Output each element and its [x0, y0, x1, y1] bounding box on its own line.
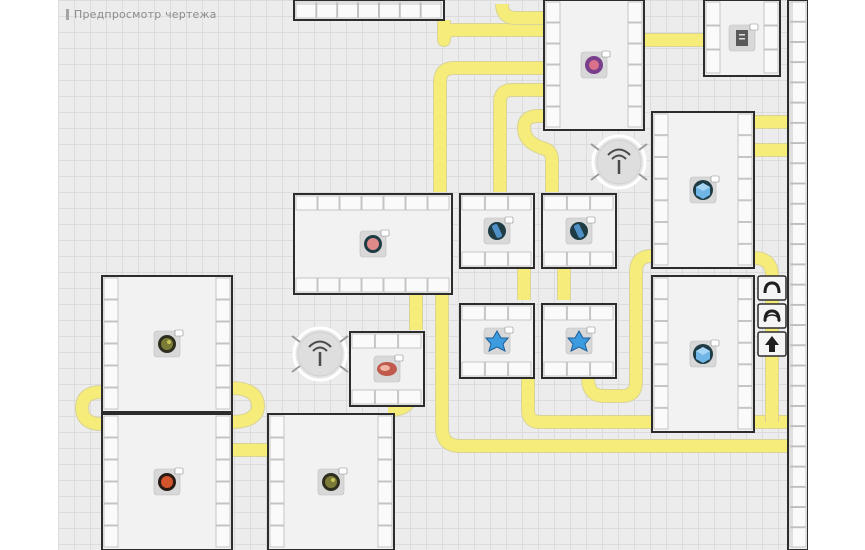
assembler-blue-cube-upper[interactable] [651, 111, 755, 269]
blue-ingot-icon [565, 216, 596, 245]
conveyor-belts [75, 3, 808, 457]
splitter-icon[interactable] [590, 134, 648, 190]
blue-crystal-icon [565, 326, 596, 355]
factory-map[interactable] [58, 0, 808, 550]
pink-ore-icon [359, 229, 390, 258]
preview-title-text: Предпросмотр чертежа [74, 7, 217, 21]
blue-cube-icon [689, 175, 720, 204]
assembler-red-ore[interactable] [101, 413, 233, 550]
assembler-blue-ingot-2[interactable] [541, 193, 617, 269]
blue-ingot-icon [483, 216, 514, 245]
buildings-layer [101, 0, 808, 550]
preview-title: Предпросмотр чертежа [66, 6, 217, 22]
blue-cube-icon [689, 339, 720, 368]
assembler-dark-ore-lower[interactable] [267, 413, 395, 550]
assembler-rose-wide[interactable] [293, 193, 453, 295]
rotate-cw-icon[interactable] [757, 303, 787, 329]
rotate-ccw-icon[interactable] [757, 275, 787, 301]
meat-icon [373, 354, 404, 383]
splitter-icon[interactable] [291, 326, 349, 382]
assembler-top-center[interactable] [543, 0, 645, 131]
assembler-meat[interactable] [349, 331, 425, 407]
assembler-blue-crystal-1[interactable] [459, 303, 535, 379]
assembler-right-edge[interactable] [787, 0, 808, 550]
dark-ore-icon [317, 467, 348, 496]
assembler-blue-crystal-2[interactable] [541, 303, 617, 379]
blueprint-canvas[interactable]: Предпросмотр чертежа [58, 0, 808, 550]
dark-ore-icon [153, 329, 184, 358]
assembler-top-right-doc[interactable] [703, 0, 781, 77]
assembler-blue-ingot-1[interactable] [459, 193, 535, 269]
assembler-dark-ore-upper[interactable] [101, 275, 233, 413]
document-icon [728, 23, 759, 52]
purple-gear-icon [580, 50, 611, 79]
title-marker [66, 8, 69, 20]
arrow-up-icon[interactable] [757, 331, 787, 357]
red-ore-icon [153, 467, 184, 496]
assembler-blue-cube-lower[interactable] [651, 275, 755, 433]
assembler-top-left-edge[interactable] [293, 0, 445, 21]
blue-crystal-icon [483, 326, 514, 355]
